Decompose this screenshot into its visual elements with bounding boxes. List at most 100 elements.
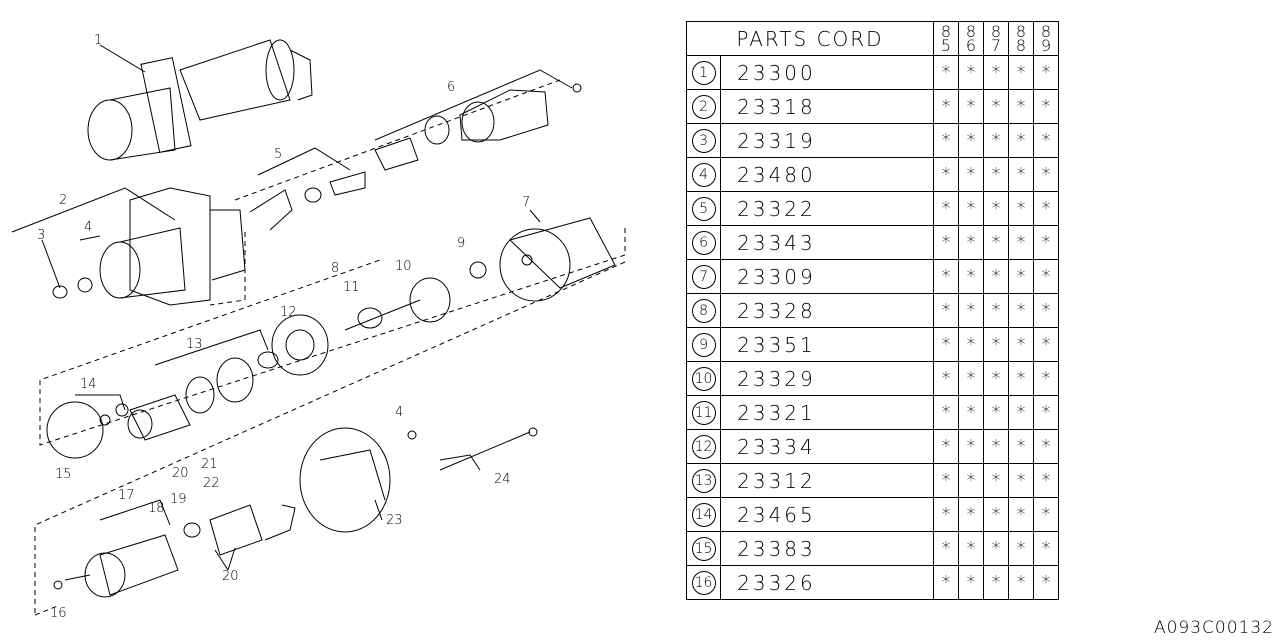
applicability-mark: * [983, 361, 1009, 396]
yoke-part [499, 217, 616, 302]
callout-21: 21 [201, 457, 218, 472]
applicability-mark: * [958, 497, 984, 532]
applicability-mark: * [933, 395, 959, 430]
applicability-mark: * [958, 191, 984, 226]
applicability-mark: * [983, 497, 1009, 532]
ref-number: 6 [691, 230, 716, 255]
part-code: 23480 [720, 157, 934, 192]
callout-3: 3 [37, 228, 46, 243]
applicability-mark: * [1033, 565, 1059, 600]
applicability-mark: * [983, 429, 1009, 464]
callout-1: 1 [94, 33, 103, 48]
applicability-mark: * [933, 531, 959, 566]
part-code: 23334 [720, 429, 934, 464]
applicability-mark: * [933, 123, 959, 158]
ref-number: 2 [691, 94, 716, 119]
applicability-mark: * [933, 293, 959, 328]
applicability-mark: * [1033, 361, 1059, 396]
ref-number: 13 [691, 468, 716, 493]
applicability-mark: * [1033, 395, 1059, 430]
ref-number: 4 [691, 162, 716, 187]
year-header: 8 5 [933, 21, 959, 56]
year-header: 8 7 [983, 21, 1009, 56]
part-code: 23383 [720, 531, 934, 566]
ref-number-cell: 11 [685, 395, 722, 430]
applicability-mark: * [983, 463, 1009, 498]
applicability-mark: * [1008, 463, 1034, 498]
callout-19: 19 [170, 492, 187, 507]
year-header: 8 9 [1033, 21, 1059, 56]
applicability-mark: * [958, 463, 984, 498]
applicability-mark: * [983, 191, 1009, 226]
starter-motor-drawing [11, 39, 626, 616]
callout-16: 16 [50, 606, 67, 621]
applicability-mark: * [933, 327, 959, 362]
applicability-mark: * [933, 191, 959, 226]
callout-18: 18 [148, 501, 165, 516]
callout-9: 9 [457, 236, 466, 251]
applicability-mark: * [958, 157, 984, 192]
ref-number-cell: 5 [685, 191, 722, 226]
part-code: 23328 [720, 293, 934, 328]
applicability-mark: * [1033, 497, 1059, 532]
diagram-code: A093C00132 [1153, 618, 1274, 638]
gear-shaft-parts [271, 261, 487, 376]
ref-number: 12 [691, 434, 716, 459]
applicability-mark: * [983, 531, 1009, 566]
year-digits: 8 6 [965, 21, 977, 55]
applicability-mark: * [1008, 293, 1034, 328]
callout-13: 13 [186, 337, 203, 352]
applicability-mark: * [958, 225, 984, 260]
ref-number-cell: 6 [685, 225, 722, 260]
applicability-mark: * [958, 327, 984, 362]
applicability-mark: * [1008, 157, 1034, 192]
applicability-mark: * [933, 361, 959, 396]
callout-2: 2 [59, 193, 68, 208]
callout-14: 14 [80, 377, 97, 392]
applicability-mark: * [983, 395, 1009, 430]
table-title: PARTS CORD [686, 21, 934, 56]
callout-23: 23 [386, 513, 403, 528]
ref-number-cell: 9 [685, 327, 722, 362]
year-header: 8 8 [1008, 21, 1034, 56]
applicability-mark: * [983, 259, 1009, 294]
callout-4: 4 [84, 220, 93, 235]
part-code: 23465 [720, 497, 934, 532]
applicability-mark: * [933, 89, 959, 124]
applicability-mark: * [958, 259, 984, 294]
ref-number-cell: 2 [685, 89, 722, 124]
applicability-mark: * [1033, 327, 1059, 362]
applicability-mark: * [1033, 157, 1059, 192]
applicability-mark: * [1033, 225, 1059, 260]
ref-number-cell: 13 [685, 463, 722, 498]
applicability-mark: * [1008, 395, 1034, 430]
leader-lines [11, 44, 573, 571]
callout-15: 15 [55, 467, 72, 482]
applicability-mark: * [1033, 293, 1059, 328]
applicability-mark: * [933, 429, 959, 464]
applicability-mark: * [983, 327, 1009, 362]
applicability-mark: * [1008, 191, 1034, 226]
ref-number-cell: 15 [685, 531, 722, 566]
applicability-mark: * [1033, 463, 1059, 498]
applicability-mark: * [933, 55, 959, 90]
ref-number: 3 [691, 128, 716, 153]
applicability-mark: * [1033, 191, 1059, 226]
applicability-mark: * [1008, 429, 1034, 464]
applicability-mark: * [1008, 123, 1034, 158]
applicability-mark: * [1008, 259, 1034, 294]
applicability-mark: * [1008, 531, 1034, 566]
ref-number-cell: 12 [685, 429, 722, 464]
applicability-mark: * [983, 55, 1009, 90]
